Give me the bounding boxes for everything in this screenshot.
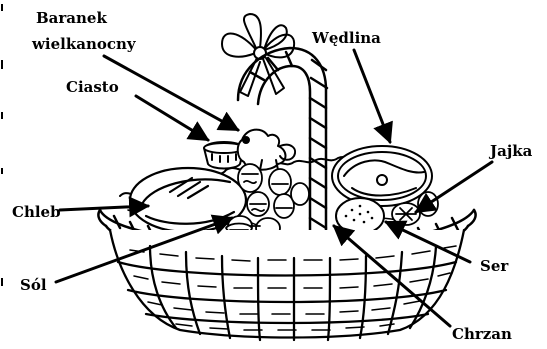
label-baranek-line1: Baranek	[36, 9, 107, 27]
cheese	[336, 198, 384, 234]
label-sol: Sól	[20, 276, 47, 294]
label-chrzan: Chrzan	[452, 325, 512, 343]
bow	[222, 14, 294, 96]
label-ser: Ser	[480, 257, 509, 275]
arrow-ciasto	[136, 96, 208, 140]
label-ciasto: Ciasto	[66, 78, 119, 96]
label-baranek-line2: wielkanocny	[31, 35, 137, 53]
basket-body	[110, 230, 464, 340]
label-jajka: Jajka	[488, 142, 533, 160]
margin-marks	[1, 4, 3, 286]
label-wedlina: Wędlina	[311, 29, 381, 47]
arrow-wedlina	[354, 50, 390, 142]
label-chleb: Chleb	[12, 203, 61, 221]
basket-illustration	[98, 14, 475, 340]
ham	[332, 146, 432, 206]
